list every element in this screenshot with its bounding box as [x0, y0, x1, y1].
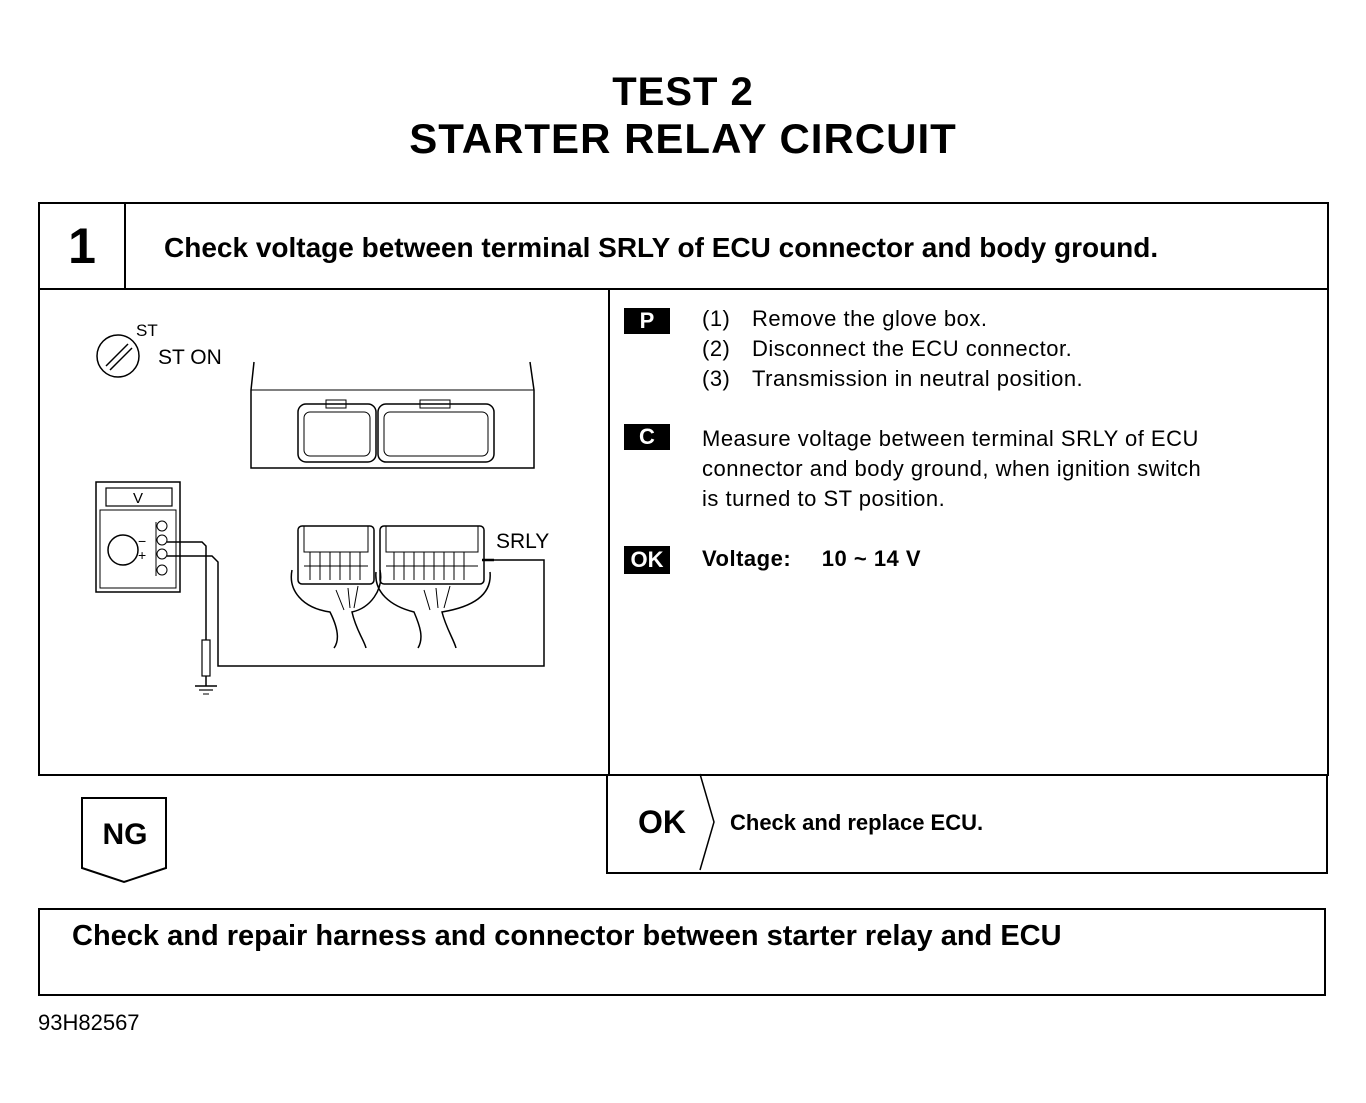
- check-text: Measure voltage between terminal SRLY of…: [702, 426, 1202, 511]
- ecu-housing: [250, 361, 535, 469]
- voltmeter-minus: −: [138, 533, 146, 549]
- final-step-text: Check and repair harness and connector b…: [72, 920, 1062, 952]
- figure-code: 93H82567: [38, 1010, 140, 1035]
- title-line-2: STARTER RELAY CIRCUIT: [409, 115, 957, 162]
- ok-chevron-icon: [699, 773, 715, 871]
- step-number: 1: [40, 204, 126, 288]
- ok-spec-value: 10 ~ 14 V: [821, 546, 922, 571]
- ok-badge: OK: [624, 546, 670, 574]
- step-instruction: Check voltage between terminal SRLY of E…: [164, 232, 1159, 263]
- content-divider: [608, 290, 610, 774]
- voltmeter-icon: [95, 481, 181, 593]
- ok-result: OK Check and replace ECU.: [606, 773, 1328, 874]
- prepare-item: (1)Remove the glove box.: [702, 306, 988, 331]
- test-leads: [167, 541, 545, 695]
- step-header: 1 Check voltage between terminal SRLY of…: [38, 202, 1329, 290]
- title-line-1: TEST 2: [612, 70, 754, 114]
- final-step: Check and repair harness and connector b…: [38, 908, 1326, 996]
- ignition-switch-icon: [96, 334, 140, 378]
- check-badge: C: [624, 424, 670, 450]
- terminal-label: SRLY: [496, 530, 549, 553]
- prepare-item: (2)Disconnect the ECU connector.: [702, 336, 1073, 361]
- prepare-item: (3)Transmission in neutral position.: [702, 366, 1084, 391]
- switch-label: ST ON: [158, 346, 222, 369]
- step-content: ST ST ON V − +: [38, 288, 1329, 776]
- ok-result-text: Check and replace ECU.: [730, 810, 984, 835]
- harness-connector-left: [290, 525, 382, 649]
- harness-connector-right: [375, 525, 491, 649]
- ng-label: NG: [102, 818, 148, 851]
- prepare-badge: P: [624, 308, 670, 334]
- prepare-list: (1)Remove the glove box. (2)Disconnect t…: [702, 304, 1083, 394]
- voltmeter-label: V: [133, 490, 143, 507]
- voltmeter-plus: +: [138, 547, 146, 563]
- ok-result-label: OK: [638, 804, 686, 840]
- ok-spec-label: Voltage:: [702, 546, 792, 571]
- ng-arrow-icon: [81, 797, 167, 884]
- switch-small-label: ST: [136, 321, 158, 340]
- wiring-diagram: ST ST ON V − +: [95, 321, 549, 695]
- ok-spec: Voltage: 10 ~ 14 V: [702, 544, 921, 574]
